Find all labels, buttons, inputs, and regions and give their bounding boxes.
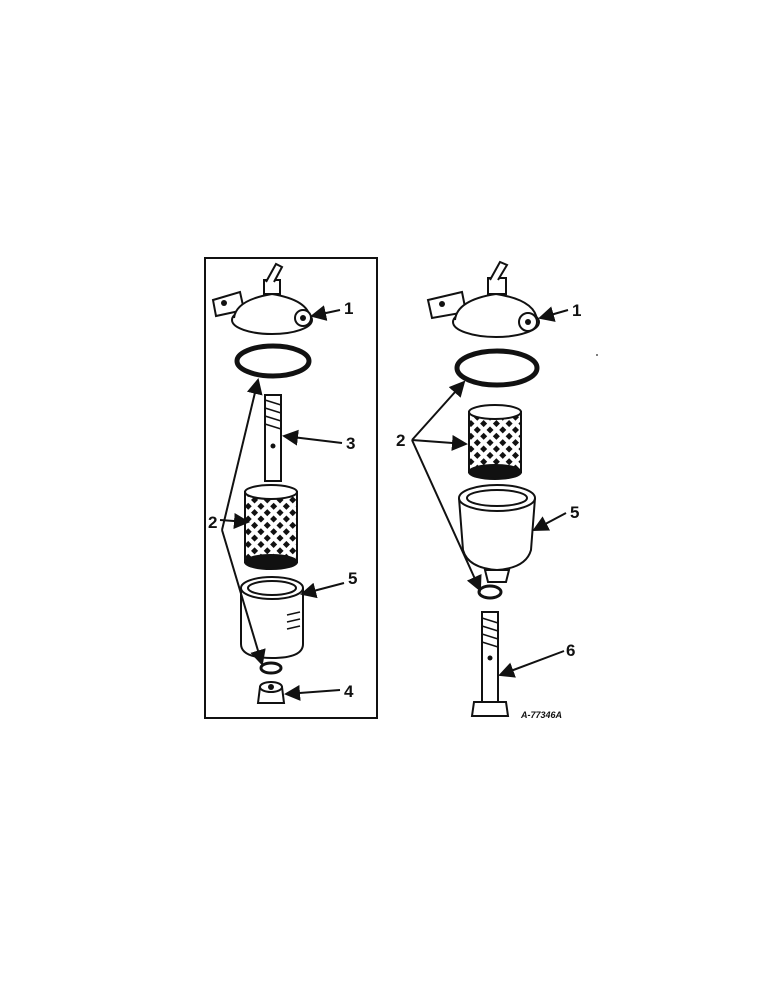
left-center-rod bbox=[264, 394, 282, 482]
left-bowl-head bbox=[211, 262, 313, 335]
left-frame bbox=[204, 257, 378, 719]
right-callout-1: 1 bbox=[572, 301, 581, 320]
right-gasket bbox=[454, 348, 540, 388]
right-small-gasket bbox=[477, 584, 503, 600]
left-nut bbox=[256, 681, 286, 704]
part-number-label: A-77346A bbox=[520, 710, 562, 720]
right-center-bolt bbox=[470, 611, 510, 717]
left-callout-3: 3 bbox=[346, 434, 355, 453]
left-bowl bbox=[240, 576, 304, 660]
left-callout-2: 2 bbox=[208, 513, 217, 532]
left-callout-4: 4 bbox=[344, 682, 354, 701]
speck bbox=[596, 354, 598, 356]
left-gasket bbox=[234, 343, 312, 379]
right-callout-6: 6 bbox=[566, 641, 575, 660]
right-screen bbox=[468, 404, 522, 480]
left-assembly: 1 3 2 5 4 bbox=[204, 257, 378, 719]
left-small-gasket bbox=[259, 661, 283, 675]
left-screen bbox=[244, 484, 298, 570]
right-callout-5: 5 bbox=[570, 503, 579, 522]
right-assembly: 1 2 5 6 A-77346A bbox=[396, 260, 581, 720]
left-callout-1: 1 bbox=[344, 299, 353, 318]
right-bowl bbox=[458, 484, 536, 583]
right-callout-2: 2 bbox=[396, 431, 405, 450]
left-callout-5: 5 bbox=[348, 569, 357, 588]
right-bowl-head bbox=[426, 260, 540, 338]
